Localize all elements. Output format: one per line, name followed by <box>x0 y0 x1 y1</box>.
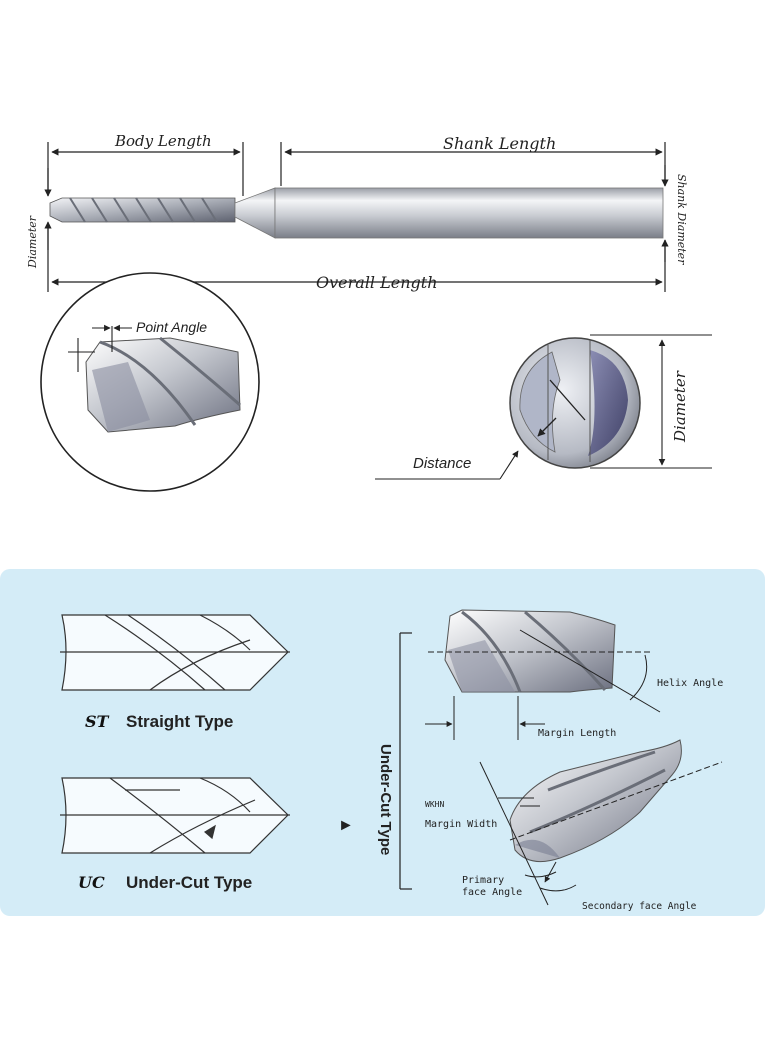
label-diameter-left: Diameter <box>26 215 39 269</box>
under-cut-type-sketch <box>60 777 290 854</box>
label-helix-angle: Helix Angle <box>657 678 723 689</box>
label-under-cut-type: Under-Cut Type <box>377 744 394 855</box>
end-view-flute-left <box>519 351 561 453</box>
label-shank-diameter: Shank Diameter <box>675 174 688 265</box>
label-shank-length: Shank Length <box>443 134 556 153</box>
drill-neck <box>234 187 276 239</box>
label-margin-width-short: WKHN <box>425 800 444 809</box>
label-overall-length: Overall Length <box>316 273 438 292</box>
end-view-detail: Distance Diameter <box>375 334 712 480</box>
dimension-lines <box>44 142 669 292</box>
face-angle-detail: WKHN Margin Width Primary face Angle Sec… <box>425 739 723 912</box>
straight-type-sketch <box>60 614 290 691</box>
label-point-angle: Point Angle <box>136 319 207 335</box>
label-body-length: Body Length <box>114 132 212 150</box>
helix-angle-detail: Helix Angle Margin Length <box>425 609 723 740</box>
label-margin-length: Margin Length <box>538 728 616 739</box>
drill-shank <box>274 187 664 239</box>
drill-profile <box>49 187 664 239</box>
st-label: Straight Type <box>126 712 233 731</box>
label-primary-face-angle-1: Primary <box>462 875 504 886</box>
under-cut-bracket <box>399 632 412 890</box>
label-secondary-face-angle: Secondary face Angle <box>582 901 697 912</box>
label-diameter-right: Diameter <box>671 370 689 443</box>
end-view-flute-right <box>588 350 628 456</box>
point-angle-detail: Point Angle <box>40 272 260 492</box>
flow-arrow: ► <box>338 817 354 834</box>
label-distance: Distance <box>413 455 471 472</box>
label-primary-face-angle-2: face Angle <box>462 887 522 898</box>
uc-label: Under-Cut Type <box>126 873 252 892</box>
st-code: ST <box>85 712 110 731</box>
uc-code: UC <box>78 873 105 892</box>
label-margin-width: Margin Width <box>425 819 497 830</box>
